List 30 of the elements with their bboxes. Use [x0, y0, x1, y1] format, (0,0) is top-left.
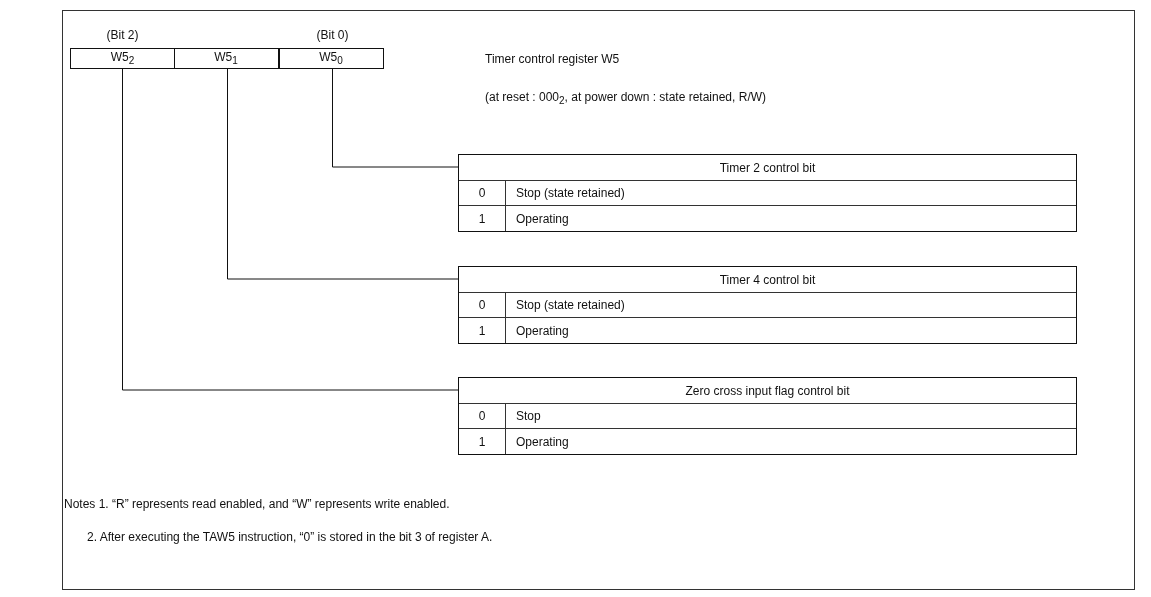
connector-line: [122, 68, 459, 391]
register-bit-cell: W5$_{2}$: [70, 48, 175, 69]
bit-table: [458, 377, 1077, 455]
description-cell-text: Stop (state retained): [515, 297, 626, 314]
bit-value-cell: 1: [459, 429, 506, 454]
bit-value-cell: 0: [459, 293, 506, 317]
bit-table: [458, 266, 1077, 344]
table-header: Timer 4 control bit: [459, 267, 1076, 293]
connector-line: [227, 68, 459, 280]
table-header: Zero cross input flag control bit: [459, 378, 1076, 404]
connector-line: [332, 68, 459, 168]
bit-value-cell: 0: [459, 404, 506, 428]
note: 2. After executing the TAW5 instruction, “0” is stored in the bit 3 of register A.: [87, 530, 493, 544]
bit-table: [458, 154, 1077, 232]
bit-value-cell: 1: [459, 318, 506, 343]
description-cell-text: Stop: [515, 408, 542, 425]
bit-number-label: (Bit 0): [316, 28, 349, 42]
description-cell-text: Operating: [515, 210, 570, 228]
table-header: Timer 2 control bit: [459, 155, 1076, 181]
description-cell-text: Operating: [515, 433, 570, 451]
description-cell-text: Operating: [515, 322, 570, 340]
description-cell-text: Stop (state retained): [515, 185, 626, 202]
register-bit-cell: W5$_{1}$: [173, 48, 279, 69]
register-bit-cell: W5$_{0}$: [278, 48, 384, 69]
reset-note: (at reset : 000$_{2}$, at power down : state retained, R/W): [485, 90, 767, 107]
bit-value-cell: 0: [459, 181, 506, 205]
bit-value-cell: 1: [459, 206, 506, 231]
register-title: Timer control register W5: [485, 52, 620, 66]
note: Notes 1. “R” represents read enabled, and “W” represents write enabled.: [64, 497, 450, 511]
bit-number-label: (Bit 2): [106, 28, 139, 42]
